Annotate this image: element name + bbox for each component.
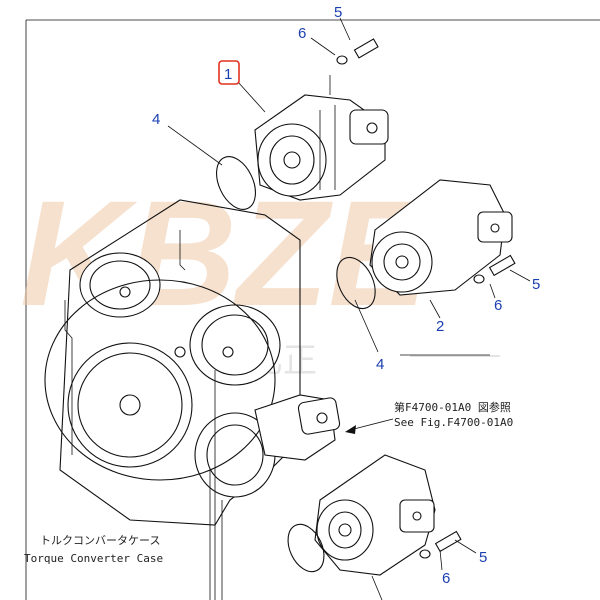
fasteners: [336, 38, 516, 559]
callout-part-6-mid: 6: [494, 297, 502, 314]
bolt-top: [353, 38, 379, 59]
callout-part-2: 2: [436, 318, 444, 335]
callout-part-4-mid: 4: [376, 356, 384, 373]
callout-part-5-bot: 5: [479, 549, 487, 566]
bolt-bot: [434, 530, 462, 553]
pump-part-1: [254, 94, 389, 201]
callout-part-4-top: 4: [152, 111, 160, 128]
o-ring-mid: [336, 256, 376, 310]
washer-mid: [473, 274, 485, 284]
highlight-box-part-1: [218, 60, 240, 85]
callout-part-1: 1: [224, 66, 232, 83]
pump-part-2: [369, 179, 513, 296]
case-label-jp: トルクコンバータケース: [40, 534, 160, 547]
pump-lower: [314, 454, 436, 576]
see-fig-note-en: See Fig.F4700-01A0: [394, 416, 513, 429]
o-ring-bot: [287, 523, 325, 573]
torque-converter-case: [44, 199, 341, 600]
callout-part-6-top: 6: [298, 25, 306, 42]
callout-part-6-bot: 6: [442, 570, 450, 587]
washer-top: [336, 55, 348, 65]
callouts: 1 2 4 4 5 5 5 6 6 6: [152, 4, 540, 587]
notes: 第F4700-01A0 図参照 See Fig.F4700-01A0 トルクコン…: [24, 400, 513, 565]
washer-bot: [419, 549, 431, 559]
case-label-en: Torque Converter Case: [24, 552, 163, 565]
bolt-mid: [488, 254, 516, 277]
see-fig-note-jp: 第F4700-01A0 図参照: [394, 400, 511, 414]
o-ring-top: [216, 156, 256, 210]
leader-lines: [167, 17, 531, 600]
callout-part-5-mid: 5: [532, 276, 540, 293]
o-rings: [216, 156, 376, 573]
callout-part-5-top: 5: [334, 4, 342, 21]
diagram-frame: [25, 19, 600, 600]
